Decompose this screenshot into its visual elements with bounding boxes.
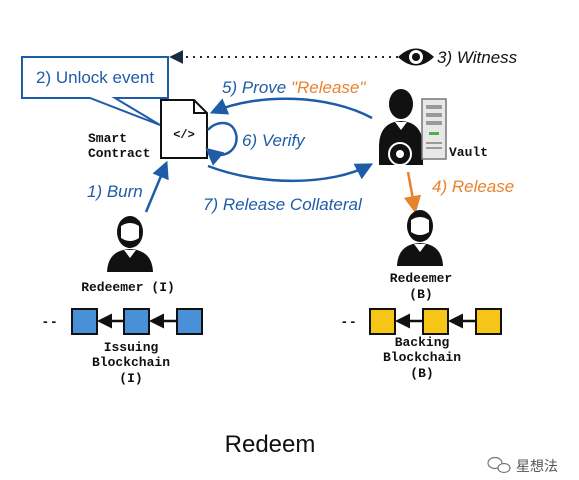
- gear-icon: [388, 142, 412, 166]
- block: [123, 308, 150, 335]
- issuing-label-1: Issuing: [104, 340, 159, 355]
- redeemer-i-label: Redeemer (I): [81, 280, 175, 295]
- witness-label: 3) Witness: [437, 48, 518, 67]
- release-arrow: [403, 171, 422, 214]
- block: [422, 308, 449, 335]
- backing-label-1: Backing: [395, 335, 450, 350]
- backing-blockchain: [369, 308, 502, 335]
- document-icon: [160, 99, 208, 159]
- issuing-label-3: (I): [119, 371, 142, 386]
- backing-chain-dots: - -: [342, 313, 356, 329]
- watermark-text: 星想法: [516, 458, 558, 474]
- wechat-logo-icon: [487, 456, 511, 474]
- release-collateral-label: 7) Release Collateral: [203, 195, 363, 214]
- issuing-chain-dots: - -: [43, 313, 57, 329]
- burn-label: 1) Burn: [87, 182, 143, 201]
- backing-label-2: Blockchain: [383, 350, 461, 365]
- release-label: 4) Release: [432, 177, 514, 196]
- diagram-caption: Redeem: [225, 431, 316, 458]
- verify-label: 6) Verify: [242, 131, 306, 150]
- smart-contract-label-1: Smart: [88, 131, 127, 146]
- prove-release-arrow: [209, 97, 373, 120]
- unlock-event-label: 2) Unlock event: [36, 68, 154, 87]
- smart-contract-label-2: Contract: [88, 146, 150, 161]
- unlock-event-callout: [21, 56, 169, 126]
- release-collateral-arrow: [207, 163, 374, 183]
- server-icon: [421, 98, 447, 160]
- block: [176, 308, 203, 335]
- block: [369, 308, 396, 335]
- block: [71, 308, 98, 335]
- backing-label-3: (B): [410, 366, 433, 381]
- redeemer-b-label-1: Redeemer: [390, 271, 452, 286]
- prove-label: 5) Prove "Release": [222, 78, 366, 97]
- redeemer-i-person-icon: [107, 216, 153, 272]
- block: [475, 308, 502, 335]
- code-glyph: </>: [173, 128, 195, 142]
- redeemer-b-label-2: (B): [409, 287, 432, 302]
- burn-arrow: [144, 160, 169, 213]
- verify-loop-arrow: [205, 121, 238, 166]
- issuing-label-2: Blockchain: [92, 355, 170, 370]
- issuing-blockchain: [71, 308, 203, 335]
- vault-label: Vault: [449, 145, 488, 160]
- redeemer-b-person-icon: [397, 210, 443, 266]
- eye-icon: [398, 48, 434, 66]
